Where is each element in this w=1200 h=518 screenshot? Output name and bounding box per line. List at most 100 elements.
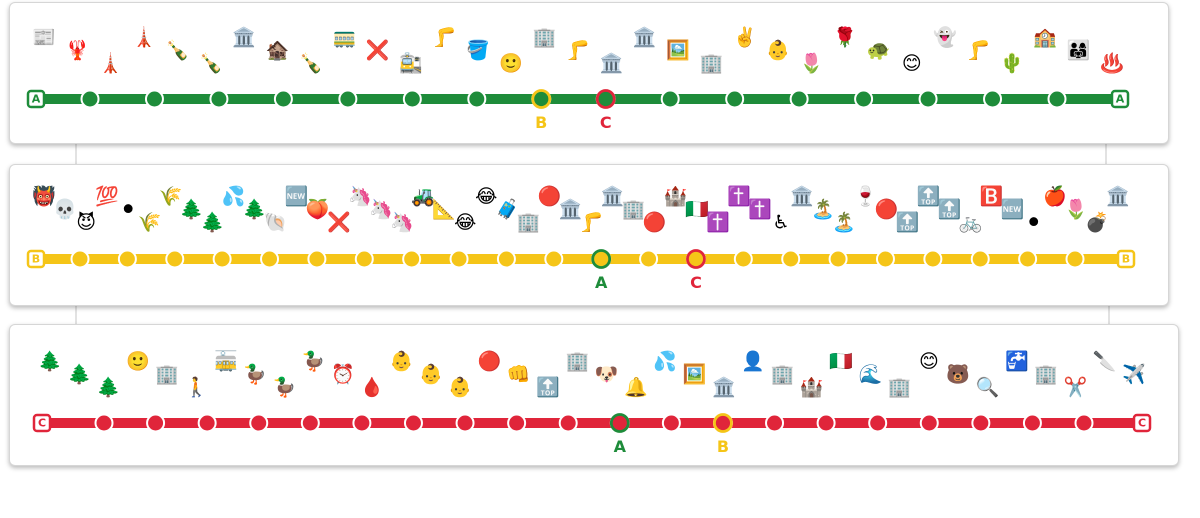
line-c-emoji: 🚰 bbox=[1005, 350, 1029, 373]
line-c-emoji: ⏰ bbox=[331, 363, 355, 386]
line-c-transfer-b: B bbox=[712, 413, 733, 456]
line-c-station bbox=[1022, 413, 1042, 433]
line-a-emoji: ♨️ bbox=[1100, 52, 1124, 75]
line-b-emoji: 🆕 bbox=[285, 185, 309, 208]
line-a-emoji: 🙂 bbox=[499, 53, 523, 75]
line-c-station bbox=[455, 413, 475, 433]
line-b-emoji: ✝️ bbox=[706, 211, 730, 234]
line-b-emoji: 🐚 bbox=[264, 212, 288, 234]
line-c-terminal-start: C bbox=[32, 413, 52, 433]
line-b-station bbox=[307, 249, 327, 269]
line-c-emoji: 🦆 bbox=[243, 363, 267, 386]
line-a-transfer-c: C bbox=[595, 89, 616, 132]
line-a-emoji: 🖼️ bbox=[666, 39, 690, 62]
line-c-transfer-a: A bbox=[609, 413, 630, 456]
line-b-station bbox=[923, 249, 943, 269]
line-b-emoji: 🌲 bbox=[180, 198, 204, 221]
line-b-emoji: 🍎 bbox=[1043, 185, 1067, 208]
line-b-transfer-a: A bbox=[591, 249, 612, 292]
line-b-emoji: ⚫ bbox=[120, 199, 136, 221]
line-a-emoji: 😊 bbox=[902, 53, 922, 75]
line-c-emoji: 👊 bbox=[507, 364, 531, 386]
line-c-emoji: 🩸 bbox=[360, 376, 384, 399]
line-b-emoji: 💦 bbox=[222, 184, 246, 208]
line-a-station bbox=[918, 89, 938, 109]
line-a-emoji: 📰 bbox=[32, 27, 56, 49]
svg-text:C: C bbox=[1138, 417, 1146, 430]
line-b-emoji: 🏛️ bbox=[1106, 185, 1130, 208]
line-a-terminal-end: A bbox=[1110, 89, 1130, 109]
line-b-emoji: 🏢 bbox=[622, 199, 646, 221]
line-c-emoji: 👶 bbox=[419, 363, 443, 386]
line-c-emoji: 👶 bbox=[390, 350, 414, 373]
line-b-emoji: 🏝️ bbox=[832, 211, 856, 234]
line-a-emoji: 🦵 bbox=[566, 39, 590, 62]
line-a-emoji: 🍾 bbox=[166, 39, 190, 62]
line-a-emoji: 🚉 bbox=[399, 52, 423, 75]
line-c-emoji: 🦆 bbox=[302, 350, 326, 373]
line-b-station bbox=[212, 249, 232, 269]
line-b-station bbox=[402, 249, 422, 269]
line-a-emoji: 🗼 bbox=[99, 52, 123, 75]
line-b-emoji: 🆕 bbox=[1001, 198, 1025, 221]
line-b-emoji: 👹 bbox=[32, 185, 56, 208]
line-b-station bbox=[544, 249, 564, 269]
line-c-emoji: ✈️ bbox=[1122, 363, 1146, 386]
line-b-emoji: 🔴 bbox=[875, 198, 899, 221]
line-a-station bbox=[725, 89, 745, 109]
line-c-emoji: 🏰 bbox=[800, 377, 824, 399]
line-a-station bbox=[660, 89, 680, 109]
line-b-emoji: 💣 bbox=[1085, 211, 1109, 235]
line-c-station bbox=[403, 413, 423, 433]
line-c-station bbox=[300, 413, 320, 433]
line-a-emoji: 🏢 bbox=[533, 27, 557, 49]
line-a-emoji: 🏛️ bbox=[600, 52, 624, 75]
line-c-station bbox=[197, 413, 217, 433]
line-b-emoji: 🧳 bbox=[495, 198, 519, 221]
line-a-station bbox=[209, 89, 229, 109]
line-b-terminal-start: B bbox=[26, 249, 46, 269]
line-b-emoji: 🏰 bbox=[664, 186, 688, 208]
line-b-emoji: 🔴 bbox=[643, 211, 667, 234]
line-b-emoji: 🔝 bbox=[938, 198, 962, 221]
line-a-emoji: 🦵 bbox=[433, 26, 457, 49]
line-c-emoji: 🌲 bbox=[67, 363, 91, 386]
line-a-station bbox=[1047, 89, 1067, 109]
line-b-station bbox=[828, 249, 848, 269]
line-c-station bbox=[661, 413, 681, 433]
line-c-emoji: 🚋 bbox=[214, 350, 238, 373]
line-b-station bbox=[260, 249, 280, 269]
line-c-emoji: 🇮🇹 bbox=[829, 351, 853, 373]
line-b-station bbox=[165, 249, 185, 269]
line-b-diagram: 👹💀😈💯⚫🌾🌾🌲🌲💦🌲🐚🆕🍑❌🦄🦄🦄🚜📐😂😂🧳🏢🔴🏛️🦵🏛️🏢🔴🏰🇮🇹✝️✝️✝… bbox=[26, 184, 1136, 292]
line-a-emoji: 🏫 bbox=[1033, 27, 1057, 49]
line-a-station bbox=[144, 89, 164, 109]
line-b-station bbox=[449, 249, 469, 269]
line-b-emoji: 🌷 bbox=[1064, 198, 1088, 221]
line-c-emoji: 🔝 bbox=[536, 376, 560, 399]
line-b-emoji: 🔴 bbox=[538, 185, 562, 208]
line-b-emoji: 🌲 bbox=[201, 211, 225, 234]
line-b-station bbox=[1018, 249, 1038, 269]
line-b-emoji: 🍷 bbox=[853, 185, 877, 208]
line-c-emoji: 🔪 bbox=[1093, 350, 1117, 373]
line-c-emoji: 🏛️ bbox=[712, 376, 736, 399]
line-b-emoji: 🦵 bbox=[580, 211, 604, 234]
line-a-emoji: 🪣 bbox=[466, 39, 490, 62]
line-a-station bbox=[273, 89, 293, 109]
line-b-station bbox=[970, 249, 990, 269]
line-c-emoji: 🔴 bbox=[478, 350, 502, 373]
line-c-station bbox=[352, 413, 372, 433]
svg-text:B: B bbox=[717, 437, 729, 456]
line-a-emoji: 👻 bbox=[933, 26, 957, 49]
line-a-station bbox=[338, 89, 358, 109]
line-b-station bbox=[70, 249, 90, 269]
line-c-emoji: 🏢 bbox=[566, 351, 590, 373]
line-a-emoji: 🌵 bbox=[1000, 52, 1024, 75]
line-c-emoji: 🔍 bbox=[976, 375, 1000, 399]
line-c-emoji: 🌲 bbox=[97, 376, 121, 399]
line-c-station bbox=[558, 413, 578, 433]
line-b-station bbox=[1065, 249, 1085, 269]
line-b-emoji: 🦄 bbox=[369, 198, 393, 221]
svg-text:B: B bbox=[1122, 253, 1130, 266]
